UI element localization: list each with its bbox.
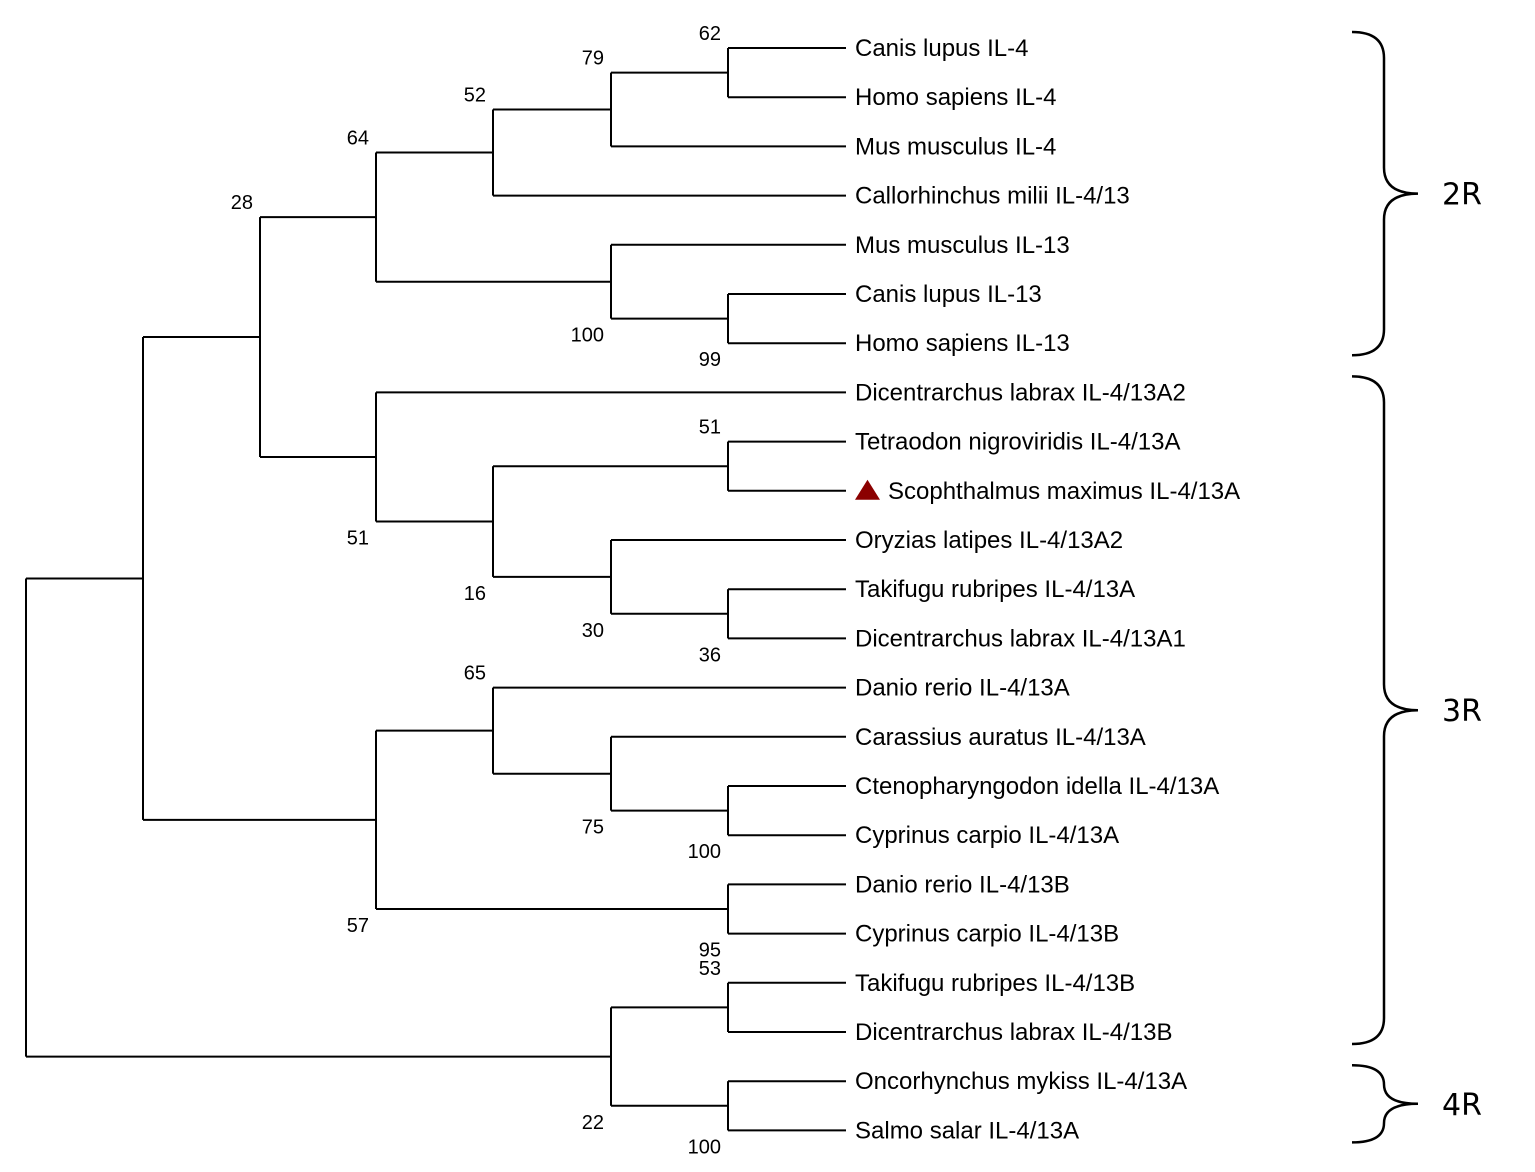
leaf-label: Dicentrarchus labrax IL-4/13A2	[855, 379, 1186, 406]
leaf-label: Oryzias latipes IL-4/13A2	[855, 527, 1123, 554]
leaf-label: Danio rerio IL-4/13A	[855, 675, 1070, 702]
bootstrap-value: 95	[699, 940, 721, 962]
leaf-label: Callorhinchus milii IL-4/13	[855, 183, 1130, 210]
leaf-label: Tetraodon nigroviridis IL-4/13A	[855, 429, 1181, 456]
bootstrap-value: 65	[464, 663, 486, 685]
group-label: 2R	[1442, 178, 1482, 213]
bootstrap-value: 28	[231, 192, 253, 214]
triangle-icon	[855, 479, 880, 500]
leaf-label: Homo sapiens IL-13	[855, 330, 1070, 357]
leaf-label: Canis lupus IL-4	[855, 35, 1028, 62]
leaf-label: Salmo salar IL-4/13A	[855, 1117, 1079, 1144]
leaf-label: Takifugu rubripes IL-4/13A	[855, 576, 1135, 603]
bootstrap-value: 62	[699, 23, 721, 45]
bootstrap-value: 16	[464, 583, 486, 605]
leaf-label: Oncorhynchus mykiss IL-4/13A	[855, 1068, 1187, 1095]
bootstrap-values: 62 79 52 99 100 64 51 36 30 16 51 28 100 75 65 95 57 53 10…	[231, 23, 721, 1158]
leaf-label: Danio rerio IL-4/13B	[855, 871, 1070, 898]
bootstrap-value: 99	[699, 349, 721, 371]
leaf-label: Ctenopharyngodon idella IL-4/13A	[855, 773, 1219, 800]
bootstrap-value: 100	[688, 1136, 721, 1158]
group-brace	[1351, 30, 1419, 357]
group-brace	[1351, 375, 1419, 1046]
bootstrap-value: 100	[571, 325, 604, 347]
leaf-label: Canis lupus IL-13	[855, 281, 1042, 308]
bootstrap-value: 100	[688, 841, 721, 863]
bootstrap-value: 57	[347, 915, 369, 937]
group-brace	[1351, 1063, 1419, 1144]
bootstrap-value: 51	[347, 528, 369, 550]
bootstrap-value: 30	[582, 620, 604, 642]
bootstrap-value: 52	[464, 85, 486, 107]
leaf-label: Mus musculus IL-13	[855, 232, 1070, 259]
bootstrap-value: 75	[582, 817, 604, 839]
leaf-label: Mus musculus IL-4	[855, 133, 1056, 160]
leaf-label: Homo sapiens IL-4	[855, 84, 1056, 111]
bootstrap-value: 64	[347, 128, 369, 150]
leaf-label: Carassius auratus IL-4/13A	[855, 724, 1146, 751]
group-label: 4R	[1442, 1088, 1482, 1123]
leaf-label: Takifugu rubripes IL-4/13B	[855, 970, 1135, 997]
bootstrap-value: 51	[699, 417, 721, 439]
leaf-label: Dicentrarchus labrax IL-4/13B	[855, 1019, 1172, 1046]
duplication-groups: 2R 3R 4R	[1351, 30, 1482, 1144]
bootstrap-value: 53	[699, 958, 721, 980]
leaf-label: Dicentrarchus labrax IL-4/13A1	[855, 625, 1186, 652]
tree-branches	[25, 47, 846, 1132]
leaf-label: Cyprinus carpio IL-4/13B	[855, 921, 1119, 948]
leaf-label: Cyprinus carpio IL-4/13A	[855, 822, 1119, 849]
bootstrap-value: 22	[582, 1112, 604, 1134]
leaf-label: Scophthalmus maximus IL-4/13A	[888, 478, 1240, 505]
bootstrap-value: 79	[582, 48, 604, 70]
bootstrap-value: 36	[699, 644, 721, 666]
group-label: 3R	[1442, 694, 1482, 729]
